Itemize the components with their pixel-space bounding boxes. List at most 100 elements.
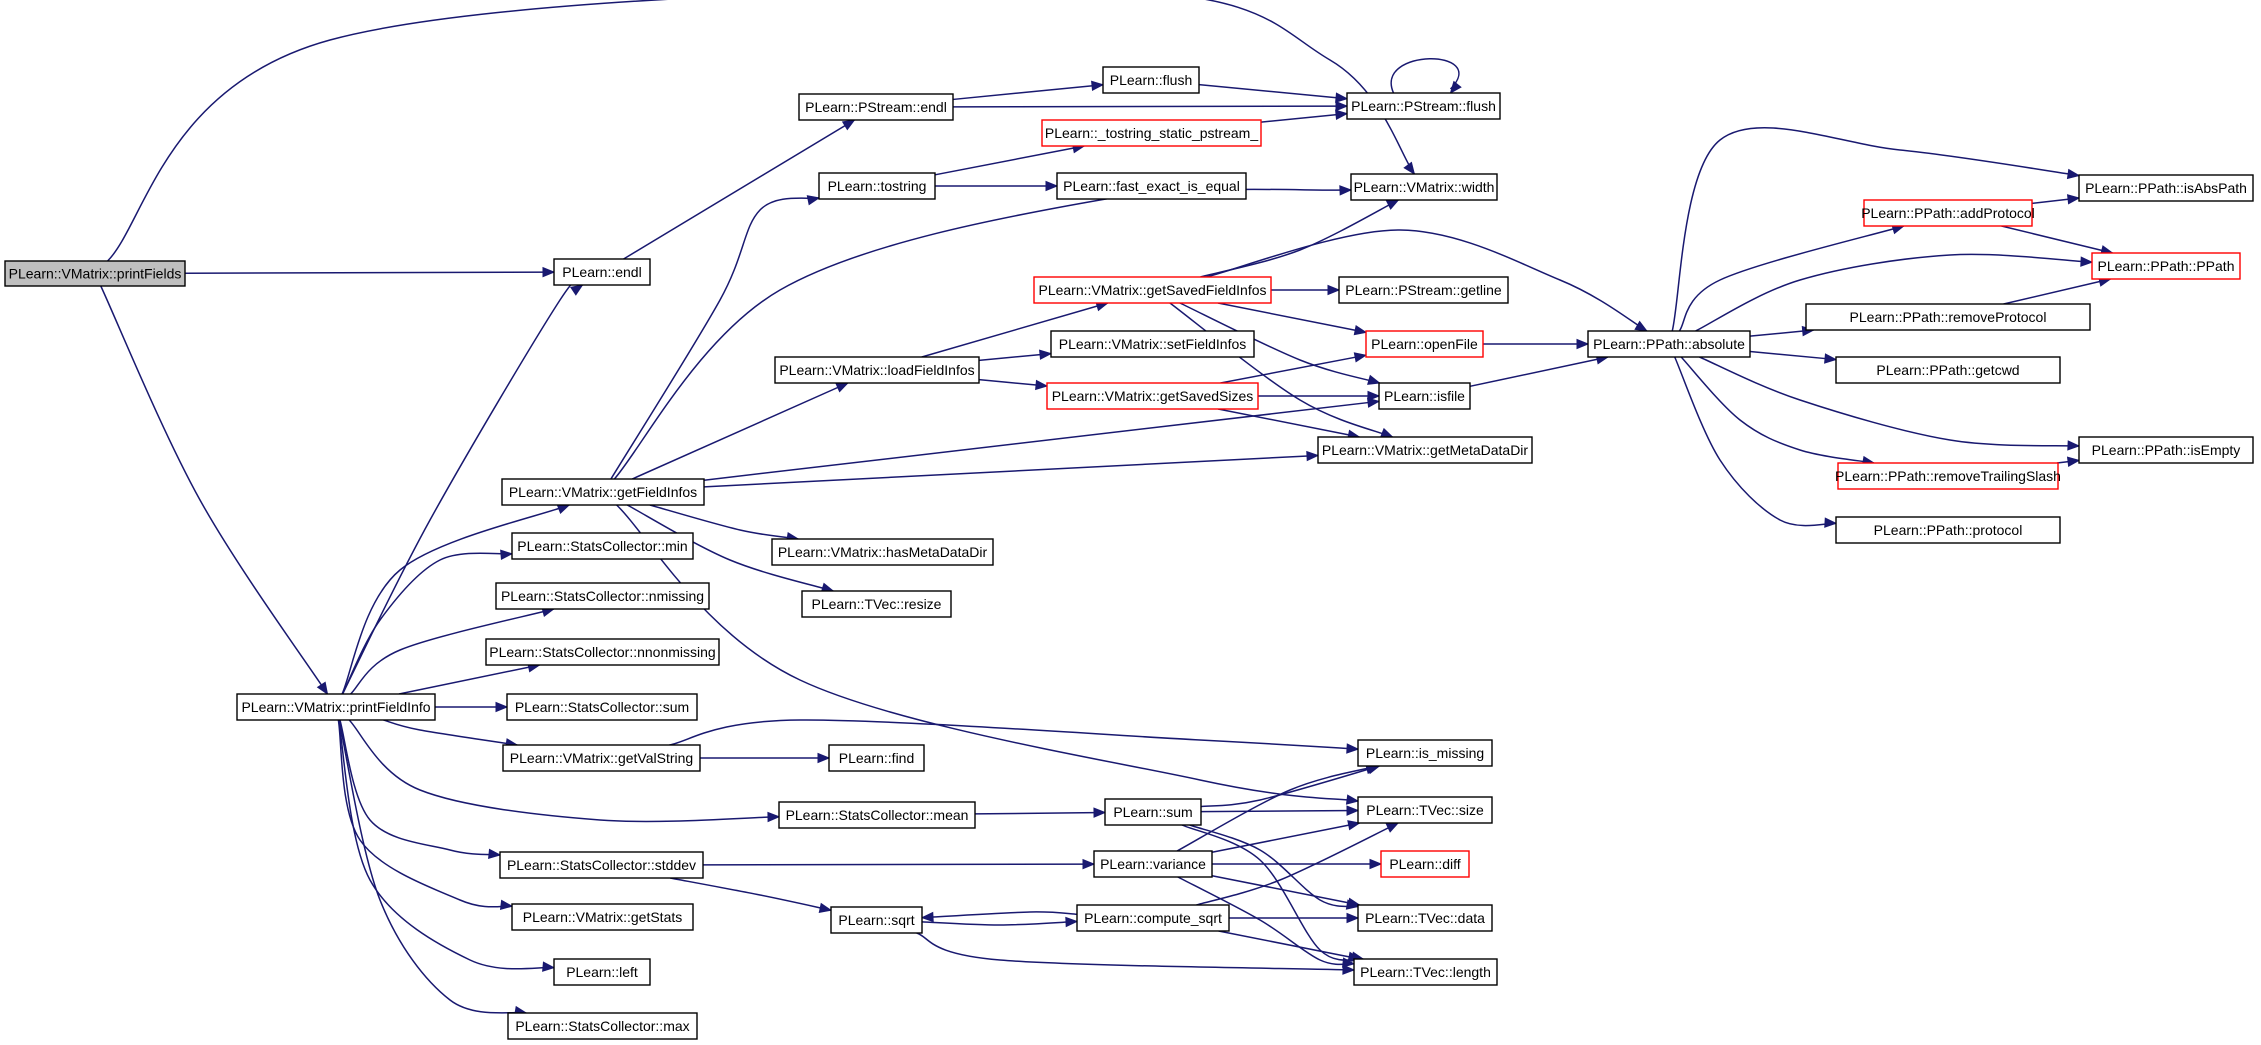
node-removeProtocol[interactable]: PLearn::PPath::removeProtocol [1805,303,2091,331]
node-find[interactable]: PLearn::find [828,744,925,772]
node-sc_nmissing[interactable]: PLearn::StatsCollector::nmissing [495,582,710,610]
edge-line [626,504,834,592]
node-sc_mean[interactable]: PLearn::StatsCollector::mean [778,801,976,829]
node-diff[interactable]: PLearn::diff [1380,850,1470,878]
edge-line [1671,127,2080,332]
node-protocol[interactable]: PLearn::PPath::protocol [1835,516,2061,544]
node-label: PLearn::PPath::protocol [1874,522,2023,538]
node-getFieldInfos[interactable]: PLearn::VMatrix::getFieldInfos [501,478,705,506]
node-absolute[interactable]: PLearn::PPath::absolute [1587,330,1751,358]
node-isEmpty[interactable]: PLearn::PPath::isEmpty [2078,436,2254,464]
node-left[interactable]: PLearn::left [553,958,651,986]
node-width[interactable]: PLearn::VMatrix::width [1350,173,1498,201]
node-label: PLearn::StatsCollector::nmissing [501,588,704,604]
arrowhead [1385,822,1400,833]
node-getSavedSizes[interactable]: PLearn::VMatrix::getSavedSizes [1046,382,1259,410]
node-setFieldInfos[interactable]: PLearn::VMatrix::setFieldInfos [1050,330,1255,358]
edge-printFields-to-width [107,0,1416,262]
node-tvec_size[interactable]: PLearn::TVec::size [1357,796,1493,824]
node-tostring[interactable]: PLearn::tostring [818,172,936,200]
node-endl[interactable]: PLearn::endl [553,258,651,286]
node-box [771,538,994,566]
node-sc_min[interactable]: PLearn::StatsCollector::min [511,532,694,560]
arrowhead [1824,517,1838,528]
node-label: PLearn::_tostring_static_pstream_ [1045,125,1258,141]
node-box [2091,252,2241,280]
node-compute_sqrt[interactable]: PLearn::compute_sqrt [1076,904,1230,932]
arrowhead [1634,320,1648,332]
node-sc_max[interactable]: PLearn::StatsCollector::max [507,1012,698,1040]
node-label: PLearn::tostring [828,178,927,194]
arrowhead [1093,807,1107,818]
node-is_missing[interactable]: PLearn::is_missing [1357,739,1493,767]
edge-flush-to-pstream_flush [1198,83,1349,103]
node-label: PLearn::TVec::size [1366,802,1484,818]
node-sc_stddev[interactable]: PLearn::StatsCollector::stddev [499,851,704,879]
node-label: PLearn::VMatrix::printFields [9,266,182,282]
node-fast_exact[interactable]: PLearn::fast_exact_is_equal [1056,172,1247,200]
node-getValString[interactable]: PLearn::VMatrix::getValString [502,744,701,772]
node-removeTrailingSlash[interactable]: PLearn::PPath::removeTrailingSlash [1835,462,2061,490]
node-label: PLearn::VMatrix::printFieldInfo [241,699,430,715]
node-label: PLearn::VMatrix::getSavedFieldInfos [1038,282,1266,298]
node-box [511,532,694,560]
node-sqrt[interactable]: PLearn::sqrt [830,906,923,934]
node-pstream_endl[interactable]: PLearn::PStream::endl [798,93,954,121]
edge-line [1680,356,1875,464]
node-openFile[interactable]: PLearn::openFile [1365,330,1484,358]
node-getSavedFieldInfos[interactable]: PLearn::VMatrix::getSavedFieldInfos [1033,276,1272,304]
node-addProtocol[interactable]: PLearn::PPath::addProtocol [1861,199,2035,227]
edge-line [703,400,1380,481]
edge-printFields-to-endl [184,266,556,278]
node-getStats[interactable]: PLearn::VMatrix::getStats [511,903,694,931]
node-tostring_static[interactable]: PLearn::_tostring_static_pstream_ [1041,119,1262,147]
node-label: PLearn::TVec::resize [812,596,942,612]
node-label: PLearn::VMatrix::getMetaDataDir [1322,442,1529,458]
node-tvec_length[interactable]: PLearn::TVec::length [1353,958,1498,986]
node-flush[interactable]: PLearn::flush [1102,66,1200,94]
arrowhead [1065,916,1079,928]
node-loadFieldInfos[interactable]: PLearn::VMatrix::loadFieldInfos [774,356,980,384]
edge-line [1220,354,1367,384]
node-isAbsPath[interactable]: PLearn::PPath::isAbsPath [2078,174,2254,202]
node-tvec_data[interactable]: PLearn::TVec::data [1357,904,1493,932]
node-sum[interactable]: PLearn::sum [1104,798,1202,826]
node-getline[interactable]: PLearn::PStream::getline [1338,276,1509,304]
node-box [1378,382,1471,410]
node-box [1104,798,1202,826]
node-box [801,590,952,618]
edge-line [1169,302,1393,438]
node-box [1317,436,1533,464]
edge-getFieldInfos-to-isfile [703,397,1381,481]
node-box [774,356,980,384]
node-variance[interactable]: PLearn::variance [1093,850,1213,878]
node-box [1835,356,2061,384]
node-hasMetaDataDir[interactable]: PLearn::VMatrix::hasMetaDataDir [771,538,994,566]
edge-absolute-to-isAbsPath [1671,127,2081,332]
node-sc_nnonmissing[interactable]: PLearn::StatsCollector::nnonmissing [485,638,720,666]
edge-compute_sqrt-to-tvec_length [1218,930,1362,962]
edge-line [398,664,540,695]
node-pstream_flush[interactable]: PLearn::PStream::flush [1346,92,1501,120]
node-printFieldInfo[interactable]: PLearn::VMatrix::printFieldInfo [236,693,436,721]
node-sc_sum[interactable]: PLearn::StatsCollector::sum [506,693,698,721]
node-ppath[interactable]: PLearn::PPath::PPath [2091,252,2241,280]
node-getMetaDataDir[interactable]: PLearn::VMatrix::getMetaDataDir [1317,436,1533,464]
edge-line [649,504,799,540]
edge-line [184,271,555,274]
edge-sum-to-tvec_size [1200,805,1360,816]
node-label: PLearn::compute_sqrt [1084,910,1222,926]
edge-line [341,552,513,695]
node-getcwd[interactable]: PLearn::PPath::getcwd [1835,356,2061,384]
edge-line [107,0,1415,262]
arrowhead [488,848,502,860]
node-printFields[interactable]: PLearn::VMatrix::printFields [4,260,186,287]
arrowhead [542,266,556,278]
edge-line [1218,930,1361,960]
node-isfile[interactable]: PLearn::isfile [1378,382,1471,410]
arrowhead [1045,180,1059,192]
edge-pstream_endl-to-flush [952,80,1105,101]
node-tvec_resize[interactable]: PLearn::TVec::resize [801,590,952,618]
node-label: PLearn::find [839,750,915,766]
